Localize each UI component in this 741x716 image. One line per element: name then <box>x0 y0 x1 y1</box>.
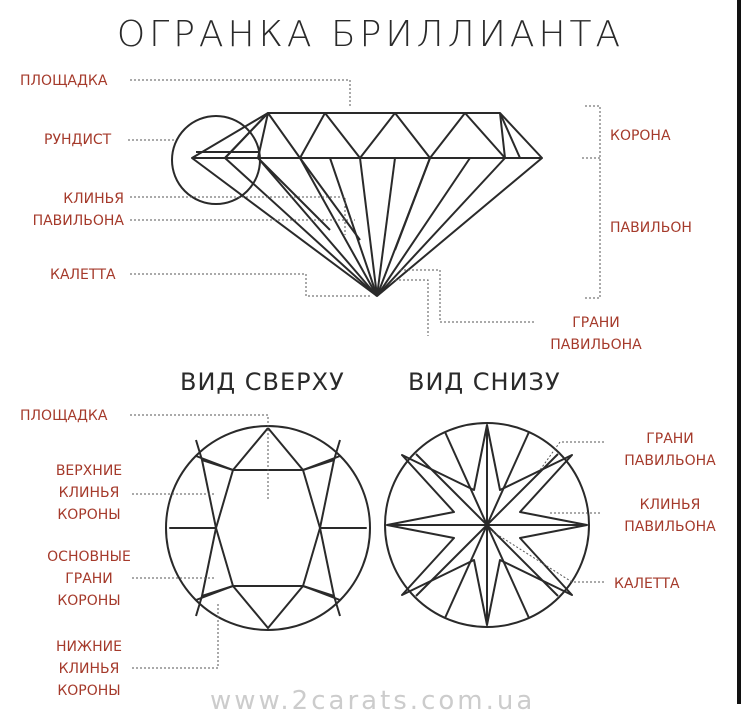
label-main-facets: ОСНОВНЫЕ ГРАНИ КОРОНЫ <box>47 549 131 609</box>
label-girdle: РУНДИСТ <box>44 132 112 148</box>
label-lower-wedges: НИЖНИЕ КЛИНЬЯ КОРОНЫ <box>56 639 122 699</box>
label-pavilion-facets: ГРАНИ ПАВИЛЬОНА <box>550 315 642 353</box>
side-view-leaders <box>128 79 601 336</box>
label-table: ПЛОЩАДКА <box>20 73 108 89</box>
bottom-view-heading: ВИД СНИЗУ <box>408 368 561 396</box>
diagram-title: ОГРАНКА БРИЛЛИАНТА <box>116 14 625 55</box>
side-outline <box>191 112 543 297</box>
label-bottom-pavilion-wedges: КЛИНЬЯ ПАВИЛЬОНА <box>624 497 716 535</box>
label-top-table: ПЛОЩАДКА <box>20 408 108 424</box>
top-view-leaders <box>130 414 269 669</box>
label-bottom-pavilion-facets: ГРАНИ ПАВИЛЬОНА <box>624 431 716 469</box>
bottom-view-leaders <box>489 441 604 583</box>
label-bottom-culet: КАЛЕТТА <box>614 576 680 592</box>
label-culet: КАЛЕТТА <box>50 267 116 283</box>
right-edge-bar <box>737 0 741 704</box>
label-pavilion-wedges: КЛИНЬЯ ПАВИЛЬОНА <box>32 191 124 229</box>
label-upper-wedges: ВЕРХНИЕ КЛИНЬЯ КОРОНЫ <box>55 463 123 523</box>
side-view-diamond <box>171 112 543 297</box>
top-view-heading: ВИД СВЕРХУ <box>180 368 345 396</box>
label-pavilion: ПАВИЛЬОН <box>610 220 692 236</box>
label-crown: КОРОНА <box>610 128 671 144</box>
bottom-view-diamond <box>384 422 590 628</box>
top-view-diamond <box>165 425 371 631</box>
